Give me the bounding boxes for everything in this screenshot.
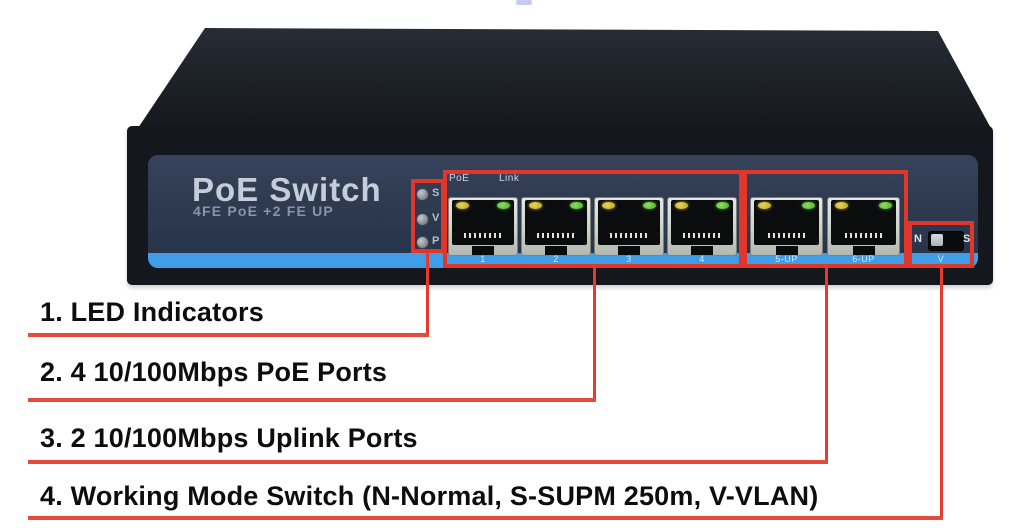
- callout-underline-3: [28, 460, 828, 464]
- annotation-text-2: 2. 4 10/100Mbps PoE Ports: [40, 357, 388, 387]
- port-led-green: [570, 202, 583, 209]
- rj45-tab-slot: [618, 246, 640, 255]
- rj45-tab-slot: [775, 246, 798, 255]
- rj45-tab-slot: [691, 246, 713, 255]
- rj45-jack: [754, 200, 819, 245]
- rj45-jack: [525, 200, 587, 245]
- mode-switch-n-label: N: [914, 233, 922, 245]
- callout-line-3: [825, 267, 828, 464]
- brand-subtitle: 4FE PoE +2 FE UP: [193, 203, 334, 219]
- brand-title: PoE Switch: [192, 171, 382, 208]
- rj45-poe-port-1: [448, 197, 518, 256]
- callout-line-4: [940, 267, 943, 520]
- led-indicator-dot: [416, 188, 429, 201]
- rj45-tab-slot: [852, 246, 875, 255]
- mode-strip-v-label: V: [937, 254, 945, 264]
- rj45-pins: [844, 233, 883, 238]
- port-led-yellow: [456, 202, 469, 209]
- port-led-yellow: [529, 202, 542, 209]
- annotation-text-1: 1. LED Indicators: [40, 297, 264, 327]
- rj45-pins: [464, 233, 502, 238]
- port-led-green: [879, 202, 892, 209]
- device-top-panel: [136, 28, 993, 132]
- led-label-v: V: [432, 212, 440, 224]
- rj45-pins: [767, 233, 806, 238]
- link-column-header: Link: [499, 173, 520, 184]
- callout-underline-1: [28, 333, 429, 337]
- led-label-p: P: [432, 235, 440, 247]
- callout-underline-2: [28, 398, 596, 402]
- annotation-box-uplink-ports: [743, 170, 908, 268]
- poe-column-header: PoE: [449, 173, 470, 184]
- mode-switch-s-label: S: [963, 233, 971, 245]
- rj45-pins: [683, 233, 721, 238]
- rj45-tab-slot: [545, 246, 567, 255]
- rj45-poe-port-2: [521, 197, 591, 256]
- rj45-poe-port-4: [667, 197, 737, 256]
- rj45-jack: [831, 200, 896, 245]
- rj45-jack: [598, 200, 660, 245]
- port-led-green: [802, 202, 815, 209]
- led-indicator-dot: [416, 236, 429, 249]
- led-indicator-dot: [416, 213, 429, 226]
- annotation-box-mode-switch: [908, 221, 974, 268]
- port-number-label: 3: [626, 254, 632, 264]
- rj45-tab-slot: [472, 246, 494, 255]
- annotation-box-poe-ports: [443, 170, 743, 268]
- callout-line-2: [593, 267, 596, 402]
- port-led-green: [716, 202, 729, 209]
- uplink-port-label: 6-UP: [852, 254, 875, 264]
- rj45-poe-port-3: [594, 197, 664, 256]
- callout-underline-4: [28, 516, 943, 520]
- rj45-uplink-port-6: [827, 197, 900, 256]
- annotation-text-3: 3. 2 10/100Mbps Uplink Ports: [40, 423, 418, 453]
- port-number-label: 1: [480, 254, 486, 264]
- port-led-yellow: [835, 202, 848, 209]
- rj45-pins: [610, 233, 648, 238]
- port-number-label: 2: [553, 254, 559, 264]
- led-label-s: S: [432, 187, 440, 199]
- mode-switch-knob: [931, 234, 943, 246]
- port-led-yellow: [602, 202, 615, 209]
- port-number-label: 4: [699, 254, 705, 264]
- rj45-uplink-port-5: [750, 197, 823, 256]
- uplink-port-label: 5-UP: [775, 254, 798, 264]
- watermark-artifact: [516, 0, 532, 5]
- rj45-jack: [452, 200, 514, 245]
- callout-line-1: [426, 252, 429, 337]
- port-led-green: [643, 202, 656, 209]
- annotation-text-4: 4. Working Mode Switch (N-Normal, S-SUPM…: [40, 481, 819, 511]
- port-led-yellow: [758, 202, 771, 209]
- port-led-green: [497, 202, 510, 209]
- port-led-yellow: [675, 202, 688, 209]
- rj45-jack: [671, 200, 733, 245]
- rj45-pins: [537, 233, 575, 238]
- annotation-box-led-indicators: [411, 179, 445, 253]
